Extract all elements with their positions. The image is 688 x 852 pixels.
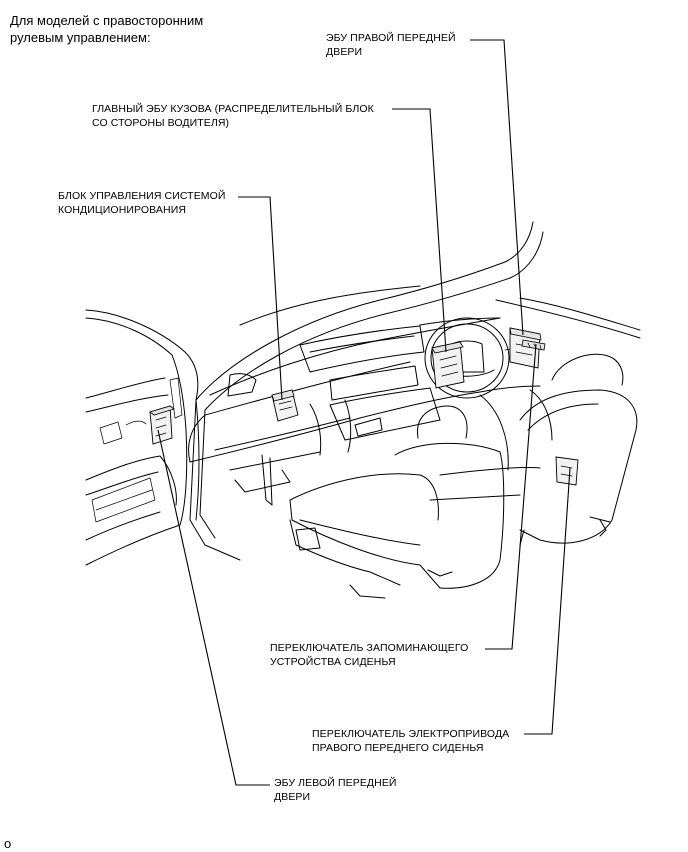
right-power-seat-switch-part <box>555 456 579 486</box>
leader-power-seat-switch <box>524 467 571 735</box>
left-front-door-ecu-part <box>149 405 175 445</box>
seat-memory-switch-label: ПЕРЕКЛЮЧАТЕЛЬ ЗАПОМИНАЮЩЕГО УСТРОЙСТВА С… <box>270 642 469 668</box>
cabin-floor <box>429 389 553 501</box>
right-front-door-ecu-label: ЭБУ ПРАВОЙ ПЕРЕДНЕЙ ДВЕРИ <box>326 32 456 58</box>
leader-right-door-ecu <box>470 39 524 336</box>
main-body-ecu-label: ГЛАВНЫЙ ЭБУ КУЗОВА (РАСПРЕДЕЛИТЕЛЬНЫЙ БЛ… <box>92 103 374 129</box>
main-body-ecu-part <box>431 341 465 389</box>
leader-main-body-ecu <box>392 108 447 353</box>
page-heading: Для моделей с правосторонним рулевым упр… <box>10 13 204 45</box>
dashboard <box>188 317 541 493</box>
leader-ac-control-unit <box>238 196 283 401</box>
left-front-door-ecu-label: ЭБУ ЛЕВОЙ ПЕРЕДНЕЙ ДВЕРИ <box>274 777 397 803</box>
right-front-door-ecu-part <box>509 327 542 369</box>
corner-mark: o <box>4 836 12 851</box>
left-front-door <box>85 309 200 566</box>
right-front-seat <box>519 353 638 546</box>
leader-lines <box>157 39 571 786</box>
right-front-power-seat-switch-label: ПЕРЕКЛЮЧАТЕЛЬ ЭЛЕКТРОПРИВОДА ПРАВОГО ПЕР… <box>312 728 510 754</box>
body-structure <box>189 221 641 561</box>
left-front-seat <box>289 405 505 599</box>
ac-control-unit-part <box>271 389 299 422</box>
ac-control-unit-label: БЛОК УПРАВЛЕНИЯ СИСТЕМОЙ КОНДИЦИОНИРОВАН… <box>58 190 226 216</box>
leader-left-door-ecu <box>157 429 270 786</box>
leader-seat-memory-switch <box>485 343 537 650</box>
